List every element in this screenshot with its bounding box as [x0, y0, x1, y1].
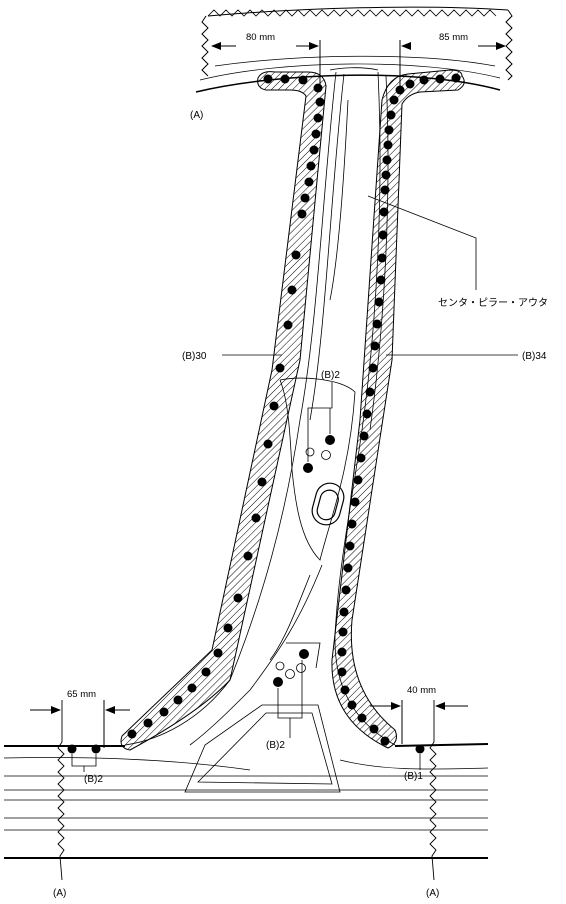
weld-left-label: (B)30: [182, 351, 207, 362]
right-weld-flange: [331, 69, 465, 749]
section-break-lines: [57, 700, 437, 881]
oval-slot: [311, 482, 345, 526]
dimension-lines: [30, 40, 506, 748]
mid-weld-group-lower: [273, 649, 309, 738]
part-name-label: センタ・ピラー・アウタ: [438, 297, 548, 309]
dim-top-left: 80 mm: [246, 32, 275, 43]
dim-bottom-left: 65 mm: [67, 689, 96, 700]
weld-dots-left: [127, 74, 325, 739]
left-weld-flange: [120, 71, 327, 751]
section-a-top-left: (A): [190, 110, 203, 121]
roof-rail: [195, 6, 513, 93]
weld-mid-lower-label: (B)2: [266, 740, 285, 751]
weld-right-label: (B)34: [522, 351, 547, 362]
bottom-left-leader: [71, 754, 97, 772]
dim-bottom-right: 40 mm: [407, 685, 436, 696]
weld-dots-right: [337, 73, 461, 746]
weld-mid-upper-label: (B)2: [321, 370, 340, 381]
weld-bottom-right-label: (B)1: [404, 771, 423, 782]
mid-weld-group-upper: [303, 382, 335, 473]
section-a-bottom-right: (A): [426, 888, 439, 899]
leader-lines: [222, 195, 518, 356]
sill-weld-dots: [67, 744, 425, 754]
weld-bottom-left-label: (B)2: [84, 774, 103, 785]
rocker-sill: [3, 743, 489, 859]
section-a-bottom-left: (A): [53, 888, 66, 899]
dim-top-right: 85 mm: [439, 32, 468, 43]
